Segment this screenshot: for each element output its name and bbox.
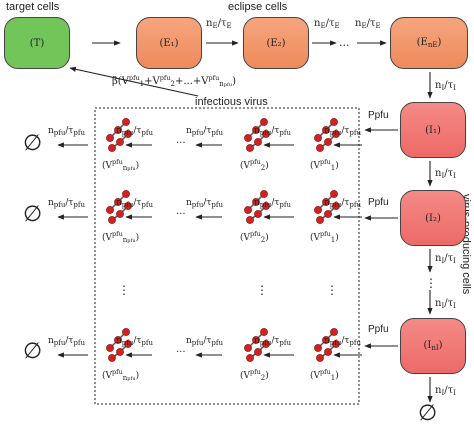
eclipse-cell-n-label: (EnE): [416, 37, 442, 49]
virus-decay-rate-label: npfu/τpfu: [186, 336, 223, 347]
clearance-empty-set-2: ∅: [23, 202, 43, 227]
virus-col1-ellipsis: ⋮: [118, 283, 130, 297]
producing-cell-n-label: (InI): [423, 340, 443, 352]
eclipse-rate-label-2: nE/τE: [314, 18, 340, 30]
eclipse-ellipsis: ...: [339, 36, 350, 49]
infectious-rate-label-5: nI/τI: [435, 385, 456, 397]
infectious-rate-label-1: nI/τI: [435, 80, 456, 92]
eclipse-cell-1-node: (E₁): [136, 17, 202, 69]
virus-decay-rate-label: npfu/τpfu: [48, 198, 85, 209]
production-label-3: Ppfu: [368, 324, 389, 335]
virus-compartment-label: (Vpfu2): [240, 158, 269, 172]
virus-compartment-label: (Vpfu1): [310, 368, 339, 382]
infection-rate-label: β(Vpfu1+Vpfu2+...+Vpfunpfu): [112, 74, 236, 88]
virion-icon: [106, 118, 132, 152]
virus-decay-rate-label: npfu/τpfu: [254, 336, 291, 347]
death-empty-set: ∅: [418, 401, 438, 426]
virus-decay-rate-label: npfu/τpfu: [324, 198, 361, 209]
production-label-1: Ppfu: [368, 110, 389, 121]
virus-decay-rate-label: npfu/τpfu: [254, 198, 291, 209]
infectious-virus-box: [94, 107, 360, 405]
producing-cell-1-node: (I₁): [400, 102, 466, 158]
eclipse-cell-2-label: (E₂): [266, 37, 286, 49]
eclipse-rate-label-1: nE/τE: [206, 18, 232, 30]
virus-row2-ellipsis: ...: [176, 206, 186, 217]
eclipse-cells-header: eclipse cells: [228, 1, 288, 13]
virus-decay-rate-label: npfu/τpfu: [116, 336, 153, 347]
virus-compartment-label: (Vpfu2): [240, 230, 269, 244]
infectious-rate-label-3: nI/τI: [435, 253, 456, 265]
virus-decay-rate-label: npfu/τpfu: [48, 126, 85, 137]
virion-icon: [314, 190, 340, 224]
eclipse-cell-2-node: (E₂): [243, 17, 309, 69]
producing-cell-2-node: (I₂): [400, 190, 466, 246]
infectious-virus-header: infectious virus: [195, 96, 268, 108]
clearance-empty-set-1: ∅: [23, 131, 43, 156]
virus-compartment-label: (Vpfu2): [240, 368, 269, 382]
virus-compartment-label: (Vpfunpfu): [102, 368, 140, 382]
virus-decay-rate-label: npfu/τpfu: [186, 198, 223, 209]
clearance-empty-set-3: ∅: [23, 339, 43, 364]
target-cells-header: target cells: [6, 1, 60, 13]
target-cell-node: (T): [4, 17, 70, 69]
virus-col3-ellipsis: ⋮: [326, 283, 338, 297]
producing-cell-n-node: (InI): [400, 318, 466, 374]
eclipse-rate-label-3: nE/τE: [355, 18, 381, 30]
infectious-rate-label-4: nI/τI: [435, 298, 456, 310]
virus-decay-rate-label: npfu/τpfu: [254, 126, 291, 137]
production-label-2: Ppfu: [368, 197, 389, 208]
virus-compartment-label: (Vpfunpfu): [102, 158, 140, 172]
virus-decay-rate-label: npfu/τpfu: [324, 336, 361, 347]
virion-icon: [244, 328, 270, 362]
virion-icon: [106, 190, 132, 224]
producing-cell-2-label: (I₂): [425, 212, 441, 224]
virion-icon: [314, 118, 340, 152]
arrow-infection: [69, 66, 199, 97]
virus-decay-rate-label: npfu/τpfu: [324, 126, 361, 137]
virus-decay-rate-label: npfu/τpfu: [186, 126, 223, 137]
virus-col2-ellipsis: ⋮: [256, 283, 268, 297]
virus-compartment-label: (Vpfu1): [310, 230, 339, 244]
virus-compartment-label: (Vpfu1): [310, 158, 339, 172]
virion-icon: [244, 118, 270, 152]
eclipse-cell-n-node: (EnE): [390, 17, 468, 69]
virion-icon: [314, 328, 340, 362]
virus-decay-rate-label: npfu/τpfu: [116, 198, 153, 209]
virus-compartment-label: (Vpfunpfu): [102, 230, 140, 244]
virus-row1-ellipsis: ...: [176, 135, 186, 146]
infectious-rate-label-2: nI/τI: [435, 168, 456, 180]
virus-decay-rate-label: npfu/τpfu: [48, 336, 85, 347]
virion-icon: [244, 190, 270, 224]
producing-vertical-ellipsis: ⋮: [425, 276, 437, 290]
producing-cell-1-label: (I₁): [425, 124, 441, 136]
virus-row3-ellipsis: ...: [176, 344, 186, 355]
target-cell-label: (T): [29, 37, 45, 49]
virion-icon: [106, 328, 132, 362]
virus-decay-rate-label: npfu/τpfu: [116, 126, 153, 137]
eclipse-cell-1-label: (E₁): [159, 37, 179, 49]
